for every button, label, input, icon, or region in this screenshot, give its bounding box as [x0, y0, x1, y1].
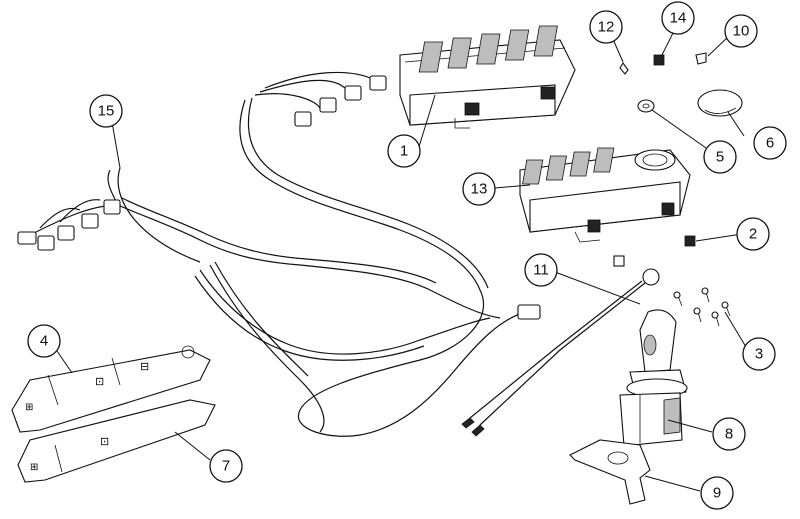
small-parts: [613, 52, 743, 327]
cable-knob-11: [461, 268, 660, 437]
callout-15: 15: [89, 94, 123, 128]
svg-text:⊟: ⊟: [140, 361, 149, 373]
svg-text:⊞: ⊞: [25, 402, 33, 413]
control-panel-large: [399, 25, 576, 129]
callout-2-label: 2: [749, 226, 757, 243]
control-panel-small: [519, 147, 691, 243]
harness-connector-c: [57, 225, 75, 241]
harness-connector-i: [369, 75, 387, 91]
harness-connector-b: [37, 235, 55, 251]
fastener-10: [695, 52, 707, 65]
wire-harness: [17, 71, 541, 437]
leader-lines: [54, 26, 747, 492]
clip-2b: [613, 255, 625, 267]
harness-connector-f: [294, 111, 312, 127]
callout-4: 4: [27, 324, 61, 358]
bracket-9: [569, 439, 651, 505]
callout-3: 3: [742, 337, 776, 371]
pin-12: [619, 61, 629, 75]
harness-connector-a: [17, 231, 37, 245]
harness-connector-g: [319, 97, 337, 113]
callout-3-label: 3: [755, 346, 763, 363]
callout-1-label: 1: [400, 143, 408, 160]
callout-8: 8: [712, 417, 746, 451]
callout-5: 5: [703, 140, 737, 174]
callout-11-label: 11: [533, 262, 549, 279]
callout-12: 12: [589, 10, 623, 44]
callout-10: 10: [724, 14, 758, 48]
callout-9: 9: [700, 476, 734, 510]
callout-6: 6: [753, 126, 787, 160]
callout-8-label: 8: [725, 426, 733, 443]
svg-text:⊡: ⊡: [95, 376, 104, 388]
clip-2: [684, 235, 696, 247]
callout-10-label: 10: [733, 23, 750, 40]
clip-14: [653, 54, 665, 66]
cap-6: [697, 89, 743, 117]
joystick-8: [619, 309, 688, 447]
screws-3: [673, 287, 731, 327]
callout-12-label: 12: [598, 19, 615, 36]
callout-13-label: 13: [471, 181, 488, 198]
svg-text:⊡: ⊡: [100, 436, 109, 448]
callout-15-label: 15: [98, 103, 115, 120]
callout-7: 7: [209, 449, 243, 483]
decal-7: ⊞ ⊡: [17, 399, 216, 483]
callout-5-label: 5: [716, 149, 724, 166]
callout-4-label: 4: [40, 333, 48, 350]
callout-6-label: 6: [766, 135, 774, 152]
washer-5: [637, 99, 655, 113]
callout-9-label: 9: [713, 485, 721, 502]
callout-11: 11: [524, 253, 558, 287]
callout-14-label: 14: [670, 10, 687, 27]
callout-7-label: 7: [222, 458, 230, 475]
harness-connector-j: [517, 304, 541, 320]
callout-1: 1: [387, 134, 421, 168]
harness-connector-d: [81, 213, 99, 229]
decal-4: ⊞ ⊡ ⊟: [11, 345, 211, 433]
harness-connector-e: [103, 199, 121, 215]
callout-13: 13: [462, 172, 496, 206]
callout-14: 14: [661, 1, 695, 35]
svg-text:⊞: ⊞: [30, 462, 38, 473]
callout-2: 2: [736, 217, 770, 251]
harness-connector-h: [344, 85, 362, 101]
